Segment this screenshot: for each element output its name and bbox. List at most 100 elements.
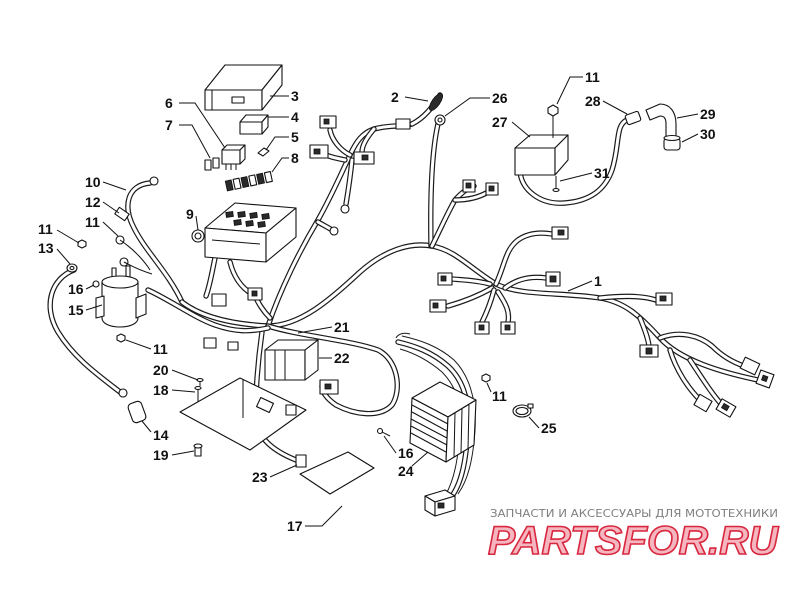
relay-terminals [204,157,220,171]
hose-clamp [512,403,534,418]
leader-line [179,124,211,159]
leader-line [171,450,195,456]
callout: 16 [383,435,414,461]
bolt-19 [193,443,203,457]
callout: 15 [68,302,103,318]
callout-number: 30 [700,126,716,142]
fuse-strip [224,171,273,192]
callout-number: 11 [85,214,100,230]
harness-right-branches [448,233,744,405]
insulator-film [299,451,375,495]
callout: 30 [681,126,716,143]
callout: 24 [398,451,429,479]
leader-line [102,221,119,237]
leader-line [102,181,127,191]
callout-number: 26 [492,90,508,106]
callout: 13 [38,240,71,265]
callout-number: 17 [287,518,303,534]
nut-left [77,239,87,249]
callout-number: 8 [291,150,299,166]
callout: 28 [585,93,628,115]
leader-line [56,248,71,265]
callout-number: 16 [68,281,84,297]
leader-line [559,172,593,182]
screw-solenoid [92,280,100,288]
leader-line [125,339,152,350]
fuse-block [204,202,297,263]
watermark: ЗАПЧАСТИ И АКСЕССУАРЫ ДЛЯ МОТОТЕХНИКИ PA… [487,508,780,564]
callout-number: 12 [85,194,101,210]
callout: 8 [271,150,299,173]
callout: 27 [492,114,531,138]
callout: 11 [486,382,507,404]
connector [693,393,713,413]
callout-number: 15 [68,302,84,318]
callout-number: 5 [291,129,299,145]
leader-line [171,389,196,393]
callout-number: 28 [585,93,601,109]
callout-number: 19 [153,447,169,463]
callout: 7 [165,117,211,159]
harness-center-branch [431,124,488,246]
callout: 3 [270,88,299,104]
callout: 22 [319,350,350,366]
leader-line [265,136,289,151]
leader-line [528,416,540,429]
callout: 5 [265,129,299,151]
elbow-boot-29 [645,103,677,137]
callout: 6 [165,95,226,149]
leader-line [56,229,80,244]
nut-solenoid [116,333,126,343]
relay-small [239,114,269,135]
callout-number: 13 [38,240,54,256]
cap-30 [663,134,681,151]
callout: 9 [186,206,199,231]
callout: 25 [528,416,557,436]
callout: 4 [268,109,299,125]
callout: 1 [567,273,602,292]
callout: 11 [556,69,600,105]
solenoid [95,265,147,328]
callout-number: 24 [398,463,414,479]
callout: 2 [391,89,429,105]
callout-number: 25 [541,420,557,436]
connector [395,118,411,130]
callout-number: 29 [700,106,716,122]
leader-line [511,121,531,138]
callout-number: 16 [398,445,414,461]
callout-number: 27 [492,114,508,130]
callout-number: 4 [291,109,299,125]
fuse-box-cover [204,64,283,111]
leader-line [102,201,120,214]
callout-number: 9 [186,206,194,222]
leader-line [305,505,343,527]
leader-line [486,382,492,393]
ring-terminal-26 [434,114,446,126]
callout-number: 2 [391,89,399,105]
bolt-18 [194,385,202,402]
connector [739,356,761,376]
callout: 18 [153,382,196,398]
callout: 31 [559,165,610,182]
callout: 29 [676,106,716,122]
callout-number: 11 [38,221,53,237]
callout-number: 10 [85,174,101,190]
callout-number: 11 [153,341,168,357]
callout: 14 [141,420,169,443]
callout: 17 [287,505,343,534]
nut-regulator [481,373,491,383]
callout-number: 14 [153,427,169,443]
leader-line [85,304,103,311]
relay [221,144,246,170]
voltage-regulator-24 [409,381,477,463]
callout-number: 18 [153,382,169,398]
sleeve-2 [428,93,444,111]
screw-regulator [376,427,391,437]
harness-connectors [203,115,775,418]
washer [66,263,78,273]
callout-number: 1 [594,273,602,289]
callout-number: 7 [165,117,173,133]
callout: 11 [38,221,80,244]
leader-line [444,97,490,117]
